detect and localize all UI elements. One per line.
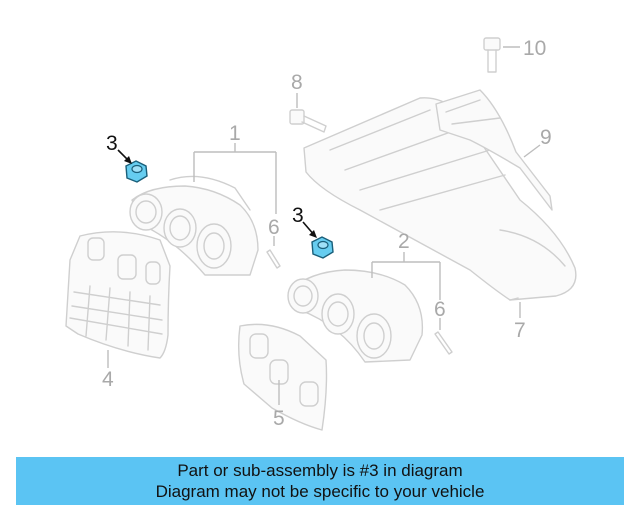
info-banner: Part or sub-assembly is #3 in diagram Di… bbox=[16, 457, 624, 505]
leader-2 bbox=[371, 252, 441, 300]
callout-4: 4 bbox=[102, 368, 114, 391]
bolt-10 bbox=[483, 37, 501, 73]
callout-1: 1 bbox=[229, 122, 241, 145]
exhaust-manifold-2 bbox=[287, 269, 424, 363]
bracket-9 bbox=[435, 89, 553, 211]
nut-3-right bbox=[311, 236, 334, 259]
leader-1 bbox=[193, 143, 277, 214]
exhaust-manifold-1 bbox=[129, 175, 259, 276]
bolt-8 bbox=[289, 109, 327, 133]
banner-line-2: Diagram may not be specific to your vehi… bbox=[155, 482, 485, 501]
arrow-3-right-head bbox=[309, 230, 317, 238]
arrow-3-left-head bbox=[124, 156, 132, 164]
leader-9 bbox=[523, 144, 541, 158]
callout-2: 2 bbox=[398, 230, 410, 253]
nut-3-left bbox=[125, 160, 148, 183]
stud-6-right bbox=[434, 331, 453, 355]
gasket-left-4 bbox=[65, 231, 171, 359]
callout-7: 7 bbox=[514, 319, 526, 342]
callout-3-left: 3 bbox=[106, 132, 118, 155]
stud-6-left bbox=[266, 249, 281, 269]
callout-5: 5 bbox=[273, 407, 285, 430]
callout-10: 10 bbox=[523, 37, 546, 60]
banner-line-1: Part or sub-assembly is #3 in diagram bbox=[177, 461, 463, 480]
callout-6-left: 6 bbox=[268, 216, 280, 239]
callout-3-right: 3 bbox=[292, 204, 304, 227]
gasket-5 bbox=[237, 323, 328, 431]
callout-6-right: 6 bbox=[434, 298, 446, 321]
callout-8: 8 bbox=[291, 71, 303, 94]
callout-9: 9 bbox=[540, 126, 552, 149]
